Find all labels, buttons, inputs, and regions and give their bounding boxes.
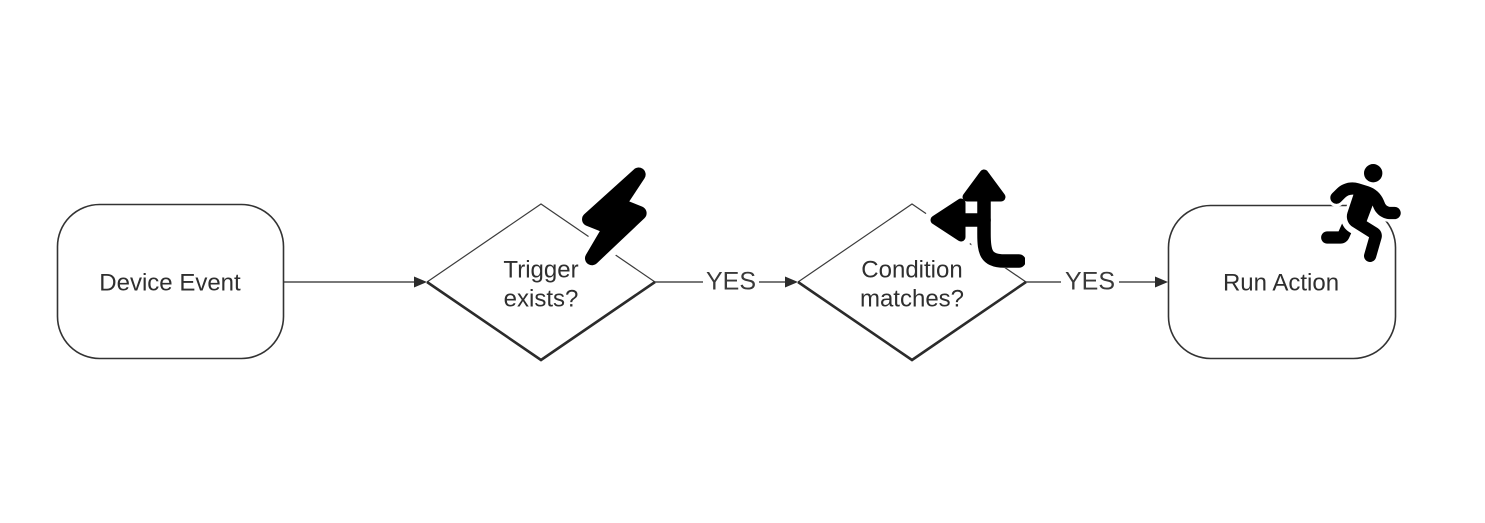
condition-matches-label-line2: matches? [859, 285, 965, 313]
device-event-label: Device Event [99, 269, 241, 297]
lightning-bolt-icon [575, 160, 654, 271]
edge-label-yes-2: YES [1064, 267, 1116, 296]
trigger-exists-label-line2: exists? [503, 285, 579, 313]
trigger-exists-label-line1: Trigger [503, 256, 579, 284]
condition-matches-label-line1: Condition [861, 256, 963, 284]
arrowhead-into-trigger [414, 276, 427, 288]
arrowhead-into-condition [785, 276, 798, 288]
node-device-event [56, 203, 285, 360]
edge-label-yes-1: YES [705, 267, 757, 296]
split-arrows-icon [924, 163, 1025, 268]
run-action-label: Run Action [1222, 269, 1340, 297]
arrowhead-into-action [1155, 276, 1168, 288]
running-person-icon [1321, 164, 1404, 262]
